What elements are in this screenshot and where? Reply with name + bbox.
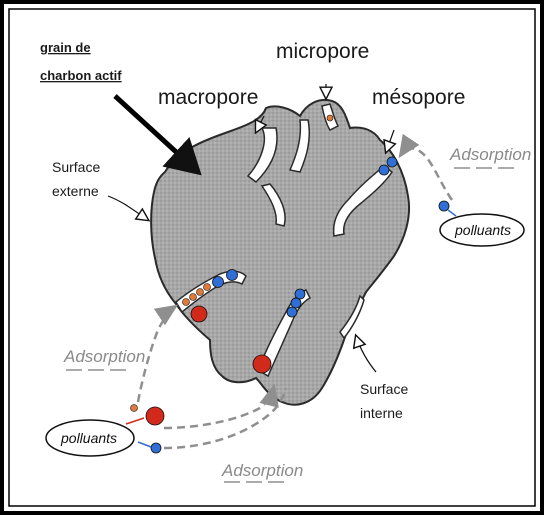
adsorbed-pollutant-micropore bbox=[327, 115, 333, 121]
polluants-label-right: polluants bbox=[454, 222, 511, 238]
surface-externe-label-2: externe bbox=[52, 183, 99, 199]
macropore-label: macropore bbox=[158, 86, 258, 109]
adsorption-label-right: Adsorption bbox=[449, 145, 531, 164]
adsorption-label-left: Adsorption bbox=[63, 347, 145, 366]
grain-label-line1: grain de bbox=[40, 40, 91, 55]
adsorption-label-bottom: Adsorption bbox=[221, 461, 303, 480]
polluants-label-left: polluants bbox=[60, 430, 117, 446]
surface-interne-label-1: Surface bbox=[360, 381, 408, 397]
surface-externe-label-1: Surface bbox=[52, 159, 100, 175]
mesopore-label: mésopore bbox=[372, 86, 465, 109]
micropore-label: micropore bbox=[276, 40, 369, 63]
surface-interne-label-2: interne bbox=[360, 405, 403, 421]
grain-label-line2: charbon actif bbox=[40, 68, 122, 83]
